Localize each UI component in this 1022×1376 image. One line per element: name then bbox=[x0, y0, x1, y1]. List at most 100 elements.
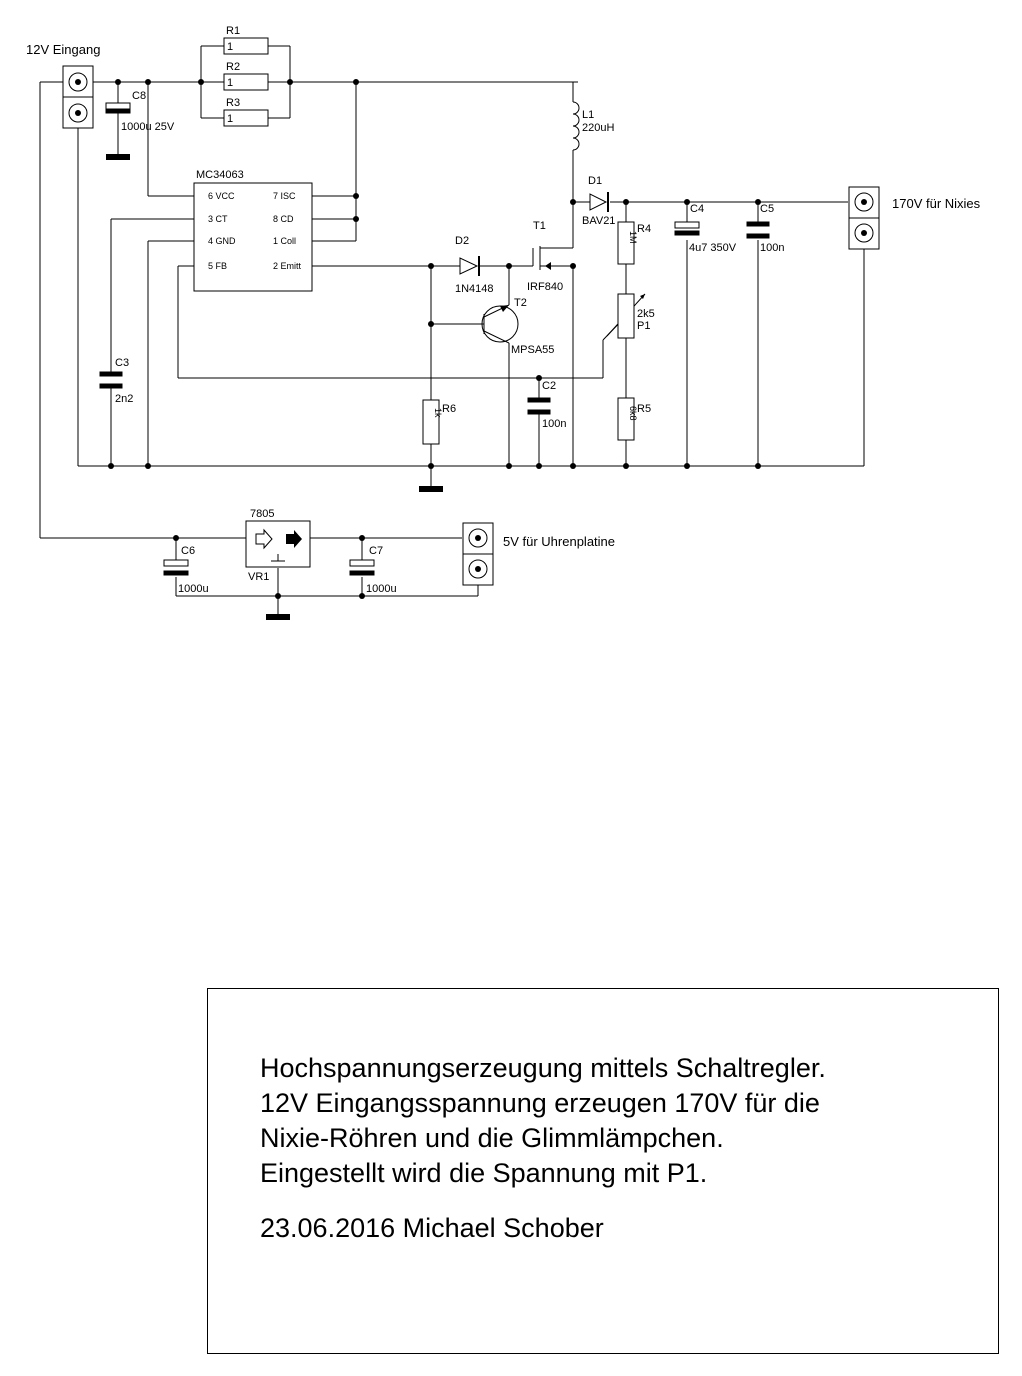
junction-dot bbox=[173, 535, 179, 541]
junction-dot bbox=[115, 79, 121, 85]
r2-body bbox=[223, 73, 269, 91]
c7-plate bbox=[349, 559, 375, 567]
junction-dot bbox=[198, 79, 204, 85]
c6-value: 1000u bbox=[178, 583, 209, 595]
d2-value: 1N4148 bbox=[455, 283, 494, 295]
r6-ref: R6 bbox=[442, 403, 456, 415]
c5-value: 100n bbox=[760, 242, 784, 254]
r3-ref: R3 bbox=[226, 97, 240, 109]
l1-ref: L1 bbox=[582, 109, 594, 121]
junction-dot bbox=[536, 375, 542, 381]
junction-dot bbox=[428, 463, 434, 469]
voltage-regulator-vr1 bbox=[245, 520, 311, 568]
t1-value: IRF840 bbox=[527, 281, 563, 293]
c4-ref: C4 bbox=[690, 203, 704, 215]
junction-dot bbox=[755, 463, 761, 469]
t2-value: MPSA55 bbox=[511, 344, 554, 356]
junction-dot bbox=[428, 263, 434, 269]
junction-dot bbox=[353, 193, 359, 199]
c5-plate bbox=[746, 221, 770, 227]
junction-dot bbox=[275, 593, 281, 599]
c6-ref: C6 bbox=[181, 545, 195, 557]
ic-pin-5: 5 FB bbox=[208, 261, 227, 271]
r5-ref: R5 bbox=[637, 403, 651, 415]
c4-plate bbox=[674, 221, 700, 229]
junction-dot bbox=[684, 199, 690, 205]
r1-ref: R1 bbox=[226, 25, 240, 37]
c2-value: 100n bbox=[542, 418, 566, 430]
junction-dot bbox=[145, 79, 151, 85]
ic-body bbox=[193, 182, 313, 292]
junction-dot bbox=[506, 263, 512, 269]
junction-dot bbox=[353, 79, 359, 85]
d1-ref: D1 bbox=[588, 175, 602, 187]
c3-plate bbox=[99, 371, 123, 377]
ic-pin-2: 2 Emitt bbox=[273, 261, 302, 271]
r5-body bbox=[617, 397, 635, 441]
diode-d1-icon bbox=[589, 192, 609, 212]
d2-ref: D2 bbox=[455, 235, 469, 247]
l1-value: 220uH bbox=[582, 122, 614, 134]
date-author: 23.06.2016 Michael Schober bbox=[260, 1213, 604, 1243]
vr1-value: 7805 bbox=[250, 508, 274, 520]
r2-value: 1 bbox=[227, 77, 233, 89]
diode-d2-icon bbox=[459, 256, 480, 276]
junction-dot bbox=[287, 79, 293, 85]
circuit-schematic: 12V Eingang 170V für Nixies 5V für Uhren… bbox=[26, 25, 981, 620]
c6-plate bbox=[163, 559, 189, 567]
r3-body bbox=[223, 109, 269, 127]
c4-value: 4u7 350V bbox=[689, 242, 737, 254]
label-output-170v: 170V für Nixies bbox=[892, 196, 981, 211]
junction-dot bbox=[108, 463, 114, 469]
junction-dot bbox=[359, 535, 365, 541]
description-line: 12V Eingangsspannung erzeugen 170V für d… bbox=[260, 1088, 820, 1118]
terminal-5v-output bbox=[462, 522, 494, 586]
ground-icon bbox=[106, 154, 130, 160]
junction-dot bbox=[570, 463, 576, 469]
junction-dot bbox=[536, 463, 542, 469]
ic-pin-6: 6 VCC bbox=[208, 191, 235, 201]
description-text: Hochspannungserzeugung mittels Schaltreg… bbox=[260, 1051, 826, 1246]
c2-ref: C2 bbox=[542, 380, 556, 392]
t1-gate-arrow-icon bbox=[545, 262, 551, 270]
junction-dot bbox=[755, 199, 761, 205]
r2-ref: R2 bbox=[226, 61, 240, 73]
c3-ref: C3 bbox=[115, 357, 129, 369]
junction-dot bbox=[623, 463, 629, 469]
vr1-ref: VR1 bbox=[248, 571, 269, 583]
r4-body bbox=[617, 221, 635, 265]
terminal-170v-output bbox=[848, 186, 880, 250]
ic-pin-1: 1 Coll bbox=[273, 236, 296, 246]
t1-ref: T1 bbox=[533, 220, 546, 232]
ground-icon bbox=[266, 614, 290, 620]
r6-body bbox=[422, 399, 440, 445]
label-input-12v: 12V Eingang bbox=[26, 42, 100, 57]
c7-ref: C7 bbox=[369, 545, 383, 557]
junction-dot bbox=[145, 463, 151, 469]
p1-value: 2k5 bbox=[637, 308, 655, 320]
junction-dot bbox=[353, 216, 359, 222]
junction-dot bbox=[428, 321, 434, 327]
p1-arrow-icon bbox=[640, 294, 645, 299]
junction-dot bbox=[506, 463, 512, 469]
c2-plate bbox=[527, 397, 551, 403]
c8-value: 1000u 25V bbox=[121, 121, 175, 133]
r4-ref: R4 bbox=[637, 223, 651, 235]
p1-ref: P1 bbox=[637, 320, 650, 332]
junction-dot bbox=[684, 463, 690, 469]
r6-value: 1k bbox=[433, 408, 443, 418]
r1-value: 1 bbox=[227, 41, 233, 53]
junction-dot bbox=[570, 263, 576, 269]
ic-pin-8: 8 CD bbox=[273, 214, 294, 224]
c8-ref: C8 bbox=[132, 90, 146, 102]
junction-dot bbox=[623, 199, 629, 205]
ground-icon bbox=[419, 486, 443, 492]
c5-ref: C5 bbox=[760, 203, 774, 215]
c8-plate bbox=[105, 102, 131, 110]
ic-pin-7: 7 ISC bbox=[273, 191, 296, 201]
r4-value: 1M bbox=[628, 231, 638, 244]
terminal-12v-input bbox=[62, 65, 94, 129]
r3-value: 1 bbox=[227, 113, 233, 125]
description-line: Eingestellt wird die Spannung mit P1. bbox=[260, 1158, 708, 1188]
t2-emitter-arrow-icon bbox=[500, 305, 509, 312]
